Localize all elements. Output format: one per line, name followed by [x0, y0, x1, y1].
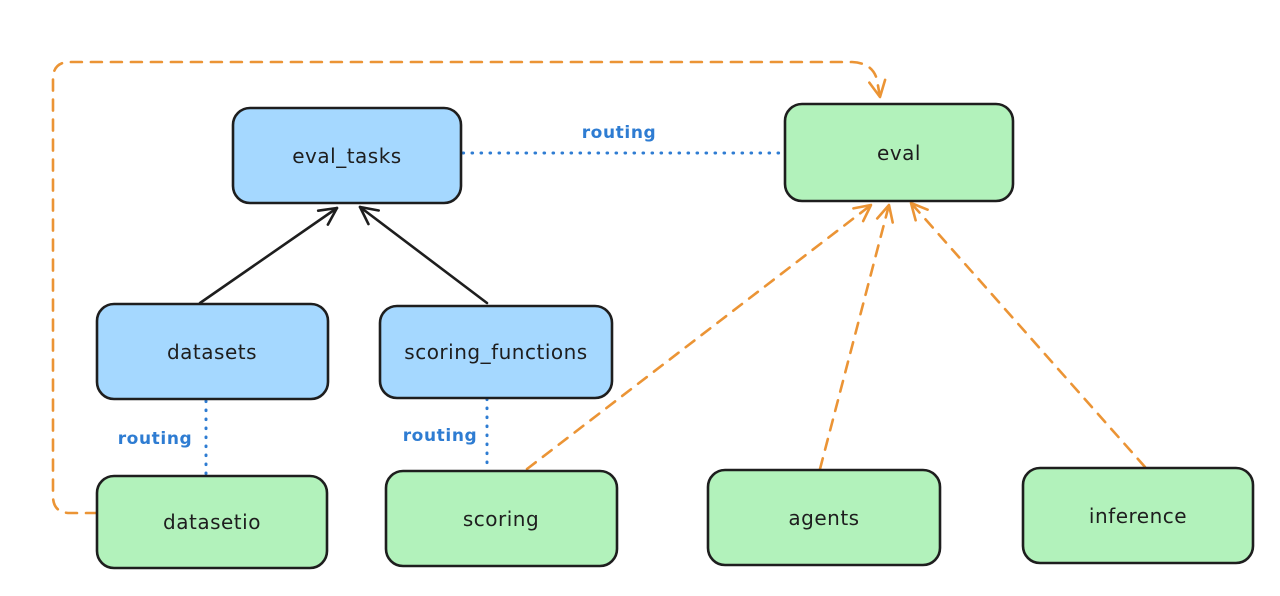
edge-provider-agents-to-eval — [818, 203, 894, 471]
routing-label-top: routing — [582, 123, 657, 143]
node-inference-label: inference — [1089, 504, 1187, 528]
node-scoring-box — [384, 469, 619, 568]
node-datasets-box — [95, 302, 330, 401]
provider-edges — [51, 60, 1147, 515]
edge-provider-datasetio-to-eval — [51, 60, 887, 515]
node-eval-label: eval — [877, 141, 921, 165]
node-agents-label: agents — [788, 506, 859, 530]
node-datasetio-label: datasetio — [163, 510, 261, 534]
node-scoring: scoring — [384, 469, 619, 568]
edge-datasets-to-eval-tasks — [198, 206, 339, 305]
node-eval: eval — [783, 102, 1015, 203]
node-scoring-label: scoring — [463, 507, 539, 531]
routing-label-left: routing — [118, 429, 193, 449]
node-eval-tasks-box — [231, 106, 463, 205]
edge-provider-inference-to-eval — [909, 201, 1147, 469]
node-scoring-functions-label: scoring_functions — [404, 340, 587, 364]
routing-edge-labels: routing routing routing — [118, 123, 657, 449]
node-eval-box — [783, 102, 1015, 203]
node-eval-tasks-label: eval_tasks — [292, 144, 401, 168]
node-inference-box — [1021, 466, 1255, 565]
dependency-edges — [198, 205, 489, 305]
routing-label-middle: routing — [403, 426, 478, 446]
routing-edges — [204, 151, 786, 476]
node-scoring-functions: scoring_functions — [378, 304, 614, 400]
node-datasetio: datasetio — [95, 474, 329, 570]
node-inference: inference — [1021, 466, 1255, 565]
node-eval-tasks: eval_tasks — [231, 106, 463, 205]
edge-provider-scoring-to-eval — [525, 203, 873, 471]
node-datasets-label: datasets — [167, 340, 257, 364]
node-agents-box — [706, 468, 942, 567]
node-datasets: datasets — [95, 302, 330, 401]
edge-scoring-functions-to-eval-tasks — [358, 205, 489, 305]
node-datasetio-box — [95, 474, 329, 570]
node-agents: agents — [706, 468, 942, 567]
node-scoring-functions-box — [378, 304, 614, 400]
